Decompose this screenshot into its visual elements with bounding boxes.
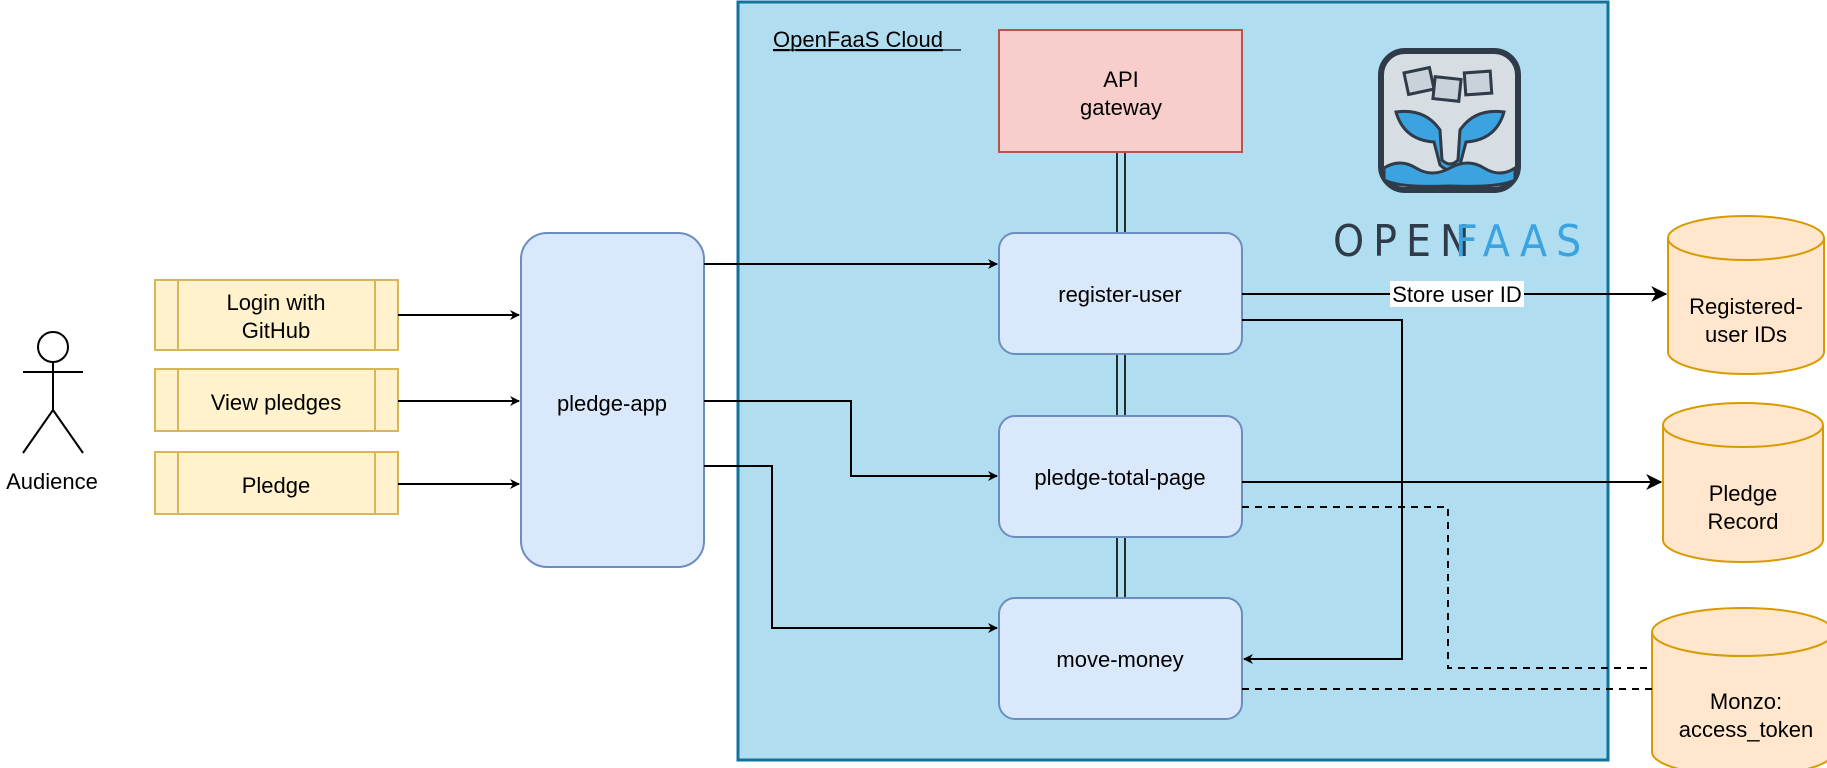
action-view-pledges: View pledges bbox=[154, 368, 399, 432]
function-register-user: register-user bbox=[998, 232, 1243, 355]
store-user-id-label: Store user ID bbox=[1392, 282, 1522, 307]
gateway-label-line2: gateway bbox=[1080, 95, 1162, 120]
function-move-money: move-money bbox=[998, 597, 1243, 720]
audience-label: Audience bbox=[6, 469, 98, 494]
audience-actor bbox=[22, 331, 84, 454]
monzo-label-line1: Monzo: bbox=[1710, 689, 1782, 714]
store-pledge-record: Pledge Record bbox=[1662, 402, 1824, 563]
pledge-total-page-label: pledge-total-page bbox=[1034, 465, 1205, 490]
login-label-line1: Login with bbox=[226, 290, 325, 315]
logo-text-open: OPEN bbox=[1333, 216, 1479, 267]
store-registered-user-ids: Registered- user IDs bbox=[1667, 215, 1825, 375]
view-pledges-label: View pledges bbox=[211, 390, 341, 415]
function-pledge-total-page: pledge-total-page bbox=[998, 415, 1243, 538]
move-money-label: move-money bbox=[1056, 647, 1183, 672]
pledge-record-label-line2: Record bbox=[1708, 509, 1779, 534]
register-user-label: register-user bbox=[1058, 282, 1181, 307]
api-gateway-box: API gateway bbox=[998, 29, 1243, 153]
cloud-title: OpenFaaS Cloud bbox=[773, 27, 943, 52]
edges-actions-to-app bbox=[398, 310, 520, 489]
pledge-record-label-line1: Pledge bbox=[1709, 481, 1778, 506]
logo-containers-icon bbox=[1402, 65, 1494, 103]
openfaas-logo: OPEN FAAS bbox=[1333, 48, 1590, 267]
action-login-with-github: Login with GitHub bbox=[154, 279, 399, 351]
pledge-action-label: Pledge bbox=[242, 473, 311, 498]
logo-waves-icon bbox=[1382, 161, 1517, 188]
action-pledge: Pledge bbox=[154, 451, 399, 515]
login-label-line2: GitHub bbox=[242, 318, 310, 343]
gateway-label-line1: API bbox=[1103, 67, 1138, 92]
edges-monzo-dashed bbox=[1242, 506, 1652, 690]
store-monzo-access-token: Monzo: access_token bbox=[1651, 607, 1827, 768]
gateway-chain-connectors bbox=[1116, 152, 1126, 598]
registered-label-line2: user IDs bbox=[1705, 322, 1787, 347]
edge-store-user-id: Store user ID bbox=[1242, 281, 1668, 307]
registered-label-line1: Registered- bbox=[1689, 294, 1803, 319]
edges-app-to-functions bbox=[704, 259, 998, 633]
edge-register-to-move-money bbox=[1242, 319, 1403, 664]
monzo-label-line2: access_token bbox=[1679, 717, 1814, 742]
logo-text-faas: FAAS bbox=[1455, 216, 1590, 267]
pledge-app-label: pledge-app bbox=[557, 391, 667, 416]
pledge-app-box: pledge-app bbox=[520, 232, 705, 568]
logo-whale-tail-icon bbox=[1394, 109, 1506, 172]
